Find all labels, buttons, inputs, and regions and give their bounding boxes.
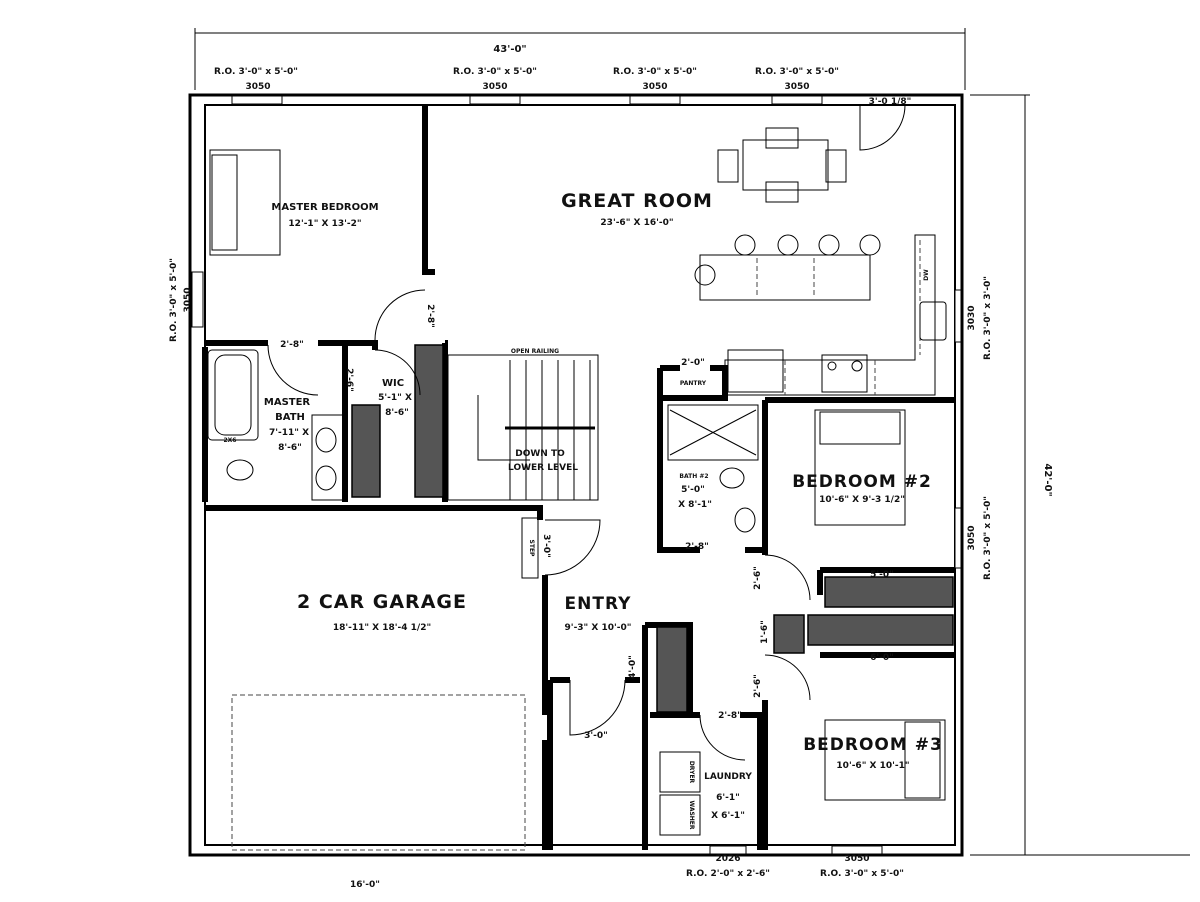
dimension-label: 3'-0" [541,534,551,558]
dimension-label: 2'-8" [280,340,304,350]
closets [351,344,954,713]
dimension-label: 1'-6" [760,620,770,644]
window-ro-label: R.O. 3'-0" x 3'-0" [983,276,993,360]
dimension-label: 2'-8" [685,542,709,552]
beds [209,149,946,801]
master-bath-label: BATH [275,412,305,423]
room-labels: MASTER BEDROOM 12'-1" X 13'-2" GREAT ROO… [264,190,943,821]
dimension-labels: 3'-0 1/8" 2'-8" 2'-8" 2'-6" 2'-0" 2'-8" … [280,97,911,890]
window-ro-label: R.O. 3'-0" x 5'-0" [983,496,993,580]
dimension-label: 3'-0 1/8" [869,97,912,107]
kitchen-counter: DW [724,234,947,396]
dimension-label: 2'-0" [681,358,705,368]
window-code-label: 3050 [844,854,869,864]
window-ro-label: R.O. 3'-0" x 5'-0" [755,67,839,77]
open-railing-label: OPEN RAILING [511,348,559,355]
room-size: 10'-6" X 10'-1" [836,761,909,771]
bath-fixtures [207,349,759,533]
wic-label: WIC [382,378,404,389]
entry-label: ENTRY [565,594,632,614]
dimension-label: 2'-6" [753,674,763,698]
room-size: 23'-6" X 16'-0" [600,218,673,228]
left-window: R.O. 3'-0" x 5'-0" 3050 [169,258,204,342]
bath2-label: BATH #2 [679,473,708,480]
bottom-windows: 2026 R.O. 2'-0" x 2'-6" 3050 R.O. 3'-0" … [686,845,904,879]
stairs-label: DOWN TO [515,449,565,459]
window-code-label: 3050 [784,82,809,92]
master-bedroom-label: MASTER BEDROOM [271,202,378,213]
great-room-label: GREAT ROOM [561,190,713,212]
dimension-label: 4'-0" [628,655,638,679]
room-size: 10'-6" X 9'-3 1/2" [819,495,905,505]
top-windows: R.O. 3'-0" x 5'-0" 3050 R.O. 3'-0" x 5'-… [214,67,839,105]
stairs-label: LOWER LEVEL [508,463,578,473]
washer-label: WASHER [688,800,695,829]
room-size: 7'-11" X [269,428,309,438]
dimension-label: 5'-0" [870,570,894,580]
bedroom3-label: BEDROOM #3 [803,735,943,755]
wall-label: 2X6 [224,437,237,444]
room-size: X 8'-1" [678,500,712,510]
dishwasher-label: DW [923,269,930,281]
overall-dimensions: 43'-0" 42'-0" [194,28,1190,856]
garage-label: 2 CAR GARAGE [297,591,467,613]
interior-walls [202,105,955,850]
laundry-label: LAUNDRY [704,772,752,782]
window-ro-label: R.O. 3'-0" x 5'-0" [613,67,697,77]
right-windows: 3030 R.O. 3'-0" x 3'-0" 3050 R.O. 3'-0" … [954,276,993,580]
room-size: 12'-1" X 13'-2" [288,219,361,229]
room-size: X 6'-1" [711,811,745,821]
room-size: 5'-1" X [378,393,412,403]
dimension-label: 16'-0" [350,880,380,890]
stairs[interactable]: OPEN RAILING DOWN TO LOWER LEVEL [477,348,595,500]
dimension-label: 2'-6" [344,368,354,392]
window-code-label: 3050 [482,82,507,92]
step-label: STEP [528,540,535,558]
step [521,517,539,579]
dryer-label: DRYER [688,761,695,784]
window-code-label: 3050 [183,287,193,312]
room-size: 18'-11" X 18'-4 1/2" [333,623,431,633]
exterior-wall-outer [188,93,964,857]
bedroom2-label: BEDROOM #2 [792,472,932,492]
window-ro-label: R.O. 2'-0" x 2'-6" [686,869,770,879]
window-ro-label: R.O. 3'-0" x 5'-0" [820,869,904,879]
room-size: 8'-6" [278,443,302,453]
overall-depth: 42'-0" [1042,463,1053,496]
dimension-label: 2'-8" [425,304,435,328]
furniture-great-room [694,127,881,301]
window-ro-label: R.O. 3'-0" x 5'-0" [453,67,537,77]
washer [659,794,701,836]
dimension-label: 6'-0" [870,653,894,663]
room-size: 8'-6" [385,408,409,418]
window-ro-label: R.O. 3'-0" x 5'-0" [169,258,179,342]
garage-door[interactable] [231,694,526,851]
dimension-label: 2'-6" [753,566,763,590]
master-bath-label: MASTER [264,397,311,408]
dryer [659,751,701,793]
window-code-label: 3050 [245,82,270,92]
doors[interactable] [267,104,906,761]
pantry-label: PANTRY [680,380,707,387]
window-code-label: 2026 [715,854,740,864]
overall-width: 43'-0" [493,44,526,55]
room-size: 9'-3" X 10'-0" [565,623,632,633]
window-code-label: 3050 [642,82,667,92]
window-ro-label: R.O. 3'-0" x 5'-0" [214,67,298,77]
window-code-label: 3050 [967,525,977,550]
window-code-label: 3030 [967,305,977,330]
room-size: 5'-0" [681,485,705,495]
dimension-label: 3'-0" [584,731,608,741]
dimension-label: 2'-8" [718,711,742,721]
room-size: 6'-1" [716,793,740,803]
